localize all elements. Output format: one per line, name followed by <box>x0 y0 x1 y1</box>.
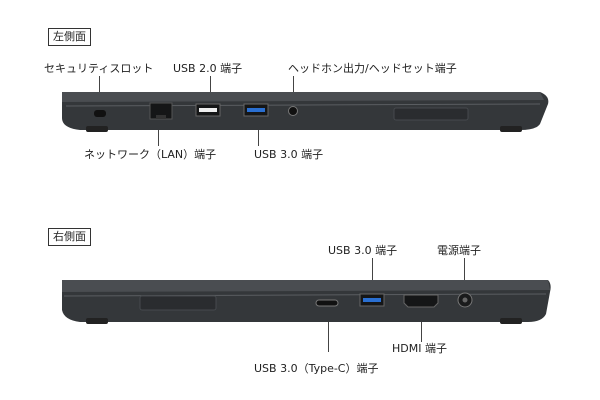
label-security-slot: セキュリティスロット <box>44 62 154 75</box>
leader-usb3-right <box>372 258 373 288</box>
label-headphone: ヘッドホン出力/ヘッドセット端子 <box>288 62 457 75</box>
leader-hdmi <box>421 310 422 342</box>
label-usb2-left: USB 2.0 端子 <box>173 62 243 75</box>
label-hdmi: HDMI 端子 <box>392 342 447 355</box>
hdmi-port <box>403 294 439 308</box>
left-side-heading: 左側面 <box>48 28 91 46</box>
label-usb3-left: USB 3.0 端子 <box>254 148 324 161</box>
label-usb3-right: USB 3.0 端子 <box>328 244 398 257</box>
headphone-jack <box>288 106 298 116</box>
usb-typec-port <box>315 299 339 307</box>
label-power: 電源端子 <box>437 244 481 257</box>
leader-typec <box>328 312 329 352</box>
security-slot-port <box>94 110 106 117</box>
label-lan: ネットワーク（LAN）端子 <box>84 148 217 161</box>
leader-headphone <box>293 76 294 106</box>
label-usb3-typec: USB 3.0（Type-C）端子 <box>254 362 379 375</box>
right-side-heading: 右側面 <box>48 228 91 246</box>
leader-usb2 <box>210 76 211 106</box>
leader-power <box>464 258 465 288</box>
